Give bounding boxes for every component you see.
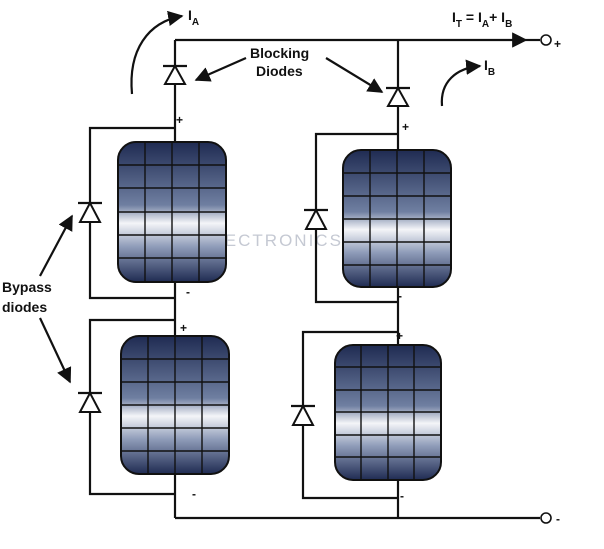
panel-a-bottom-plus: +: [180, 321, 187, 335]
blocking-pointer-b: [325, 57, 384, 93]
panel-b-bottom-minus: -: [400, 489, 404, 503]
bypass-diode-a-bottom: [78, 390, 102, 413]
terminal-minus-label: -: [556, 512, 560, 526]
bypass-pointer-top: [39, 214, 73, 277]
total-current-label: IT = IA+ IB: [452, 9, 512, 30]
blocking-diodes-label-line1: Blocking: [250, 45, 309, 61]
panel-b-top-minus: -: [398, 289, 402, 303]
panel-b-bottom-plus: +: [396, 329, 403, 343]
bypass-diodes-label-line2: diodes: [2, 299, 47, 315]
current-b-label: IB: [484, 57, 495, 78]
bypass-diode-a-top: [78, 200, 102, 223]
wiring: [88, 32, 540, 520]
solar-panel-a-top: [117, 141, 227, 283]
bypass-pointer-bottom: [39, 317, 72, 384]
blocking-pointer-a: [194, 56, 247, 82]
solar-panel-b-top: [342, 149, 452, 288]
blocking-diode-a: [163, 63, 187, 85]
panel-a-top-minus: -: [186, 285, 190, 299]
bypass-diode-b-bottom: [291, 403, 315, 426]
current-b-arrow: [440, 59, 482, 107]
panel-a-top-plus: +: [176, 113, 183, 127]
panel-b-top-plus: +: [402, 120, 409, 134]
current-a-label: IA: [188, 7, 199, 28]
negative-terminal: [540, 512, 552, 524]
blocking-diode-b: [386, 85, 410, 107]
terminal-plus-label: +: [554, 37, 561, 51]
current-a-arrow: [130, 10, 184, 95]
bypass-diodes-label-line1: Bypass: [2, 279, 52, 295]
solar-panel-b-bottom: [334, 344, 442, 481]
panel-a-bottom-minus: -: [192, 487, 196, 501]
bypass-diode-b-top: [304, 207, 328, 230]
positive-terminal: [540, 34, 552, 46]
blocking-diodes-label-line2: Diodes: [256, 63, 303, 79]
solar-panel-a-bottom: [120, 335, 230, 475]
